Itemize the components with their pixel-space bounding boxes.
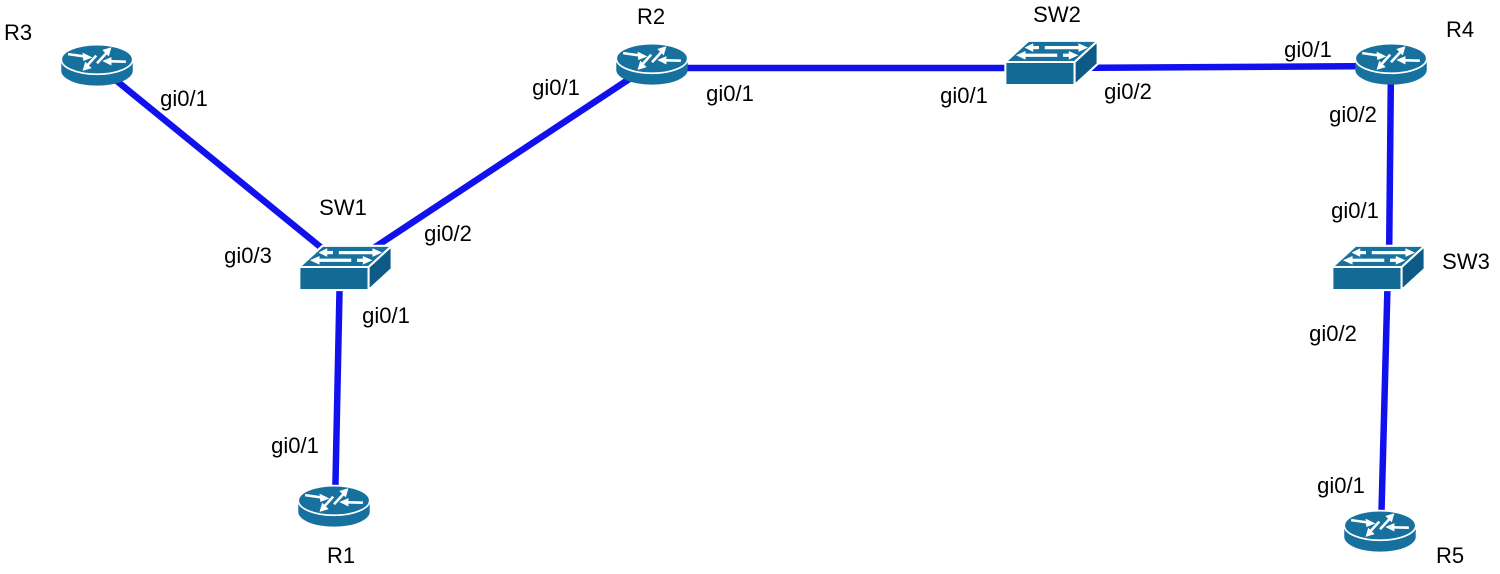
device-label-r4: R4 [1445,16,1475,42]
device-label-sw1: SW1 [319,194,367,220]
link-sw3-r5 [1377,266,1392,531]
router-icon [614,42,690,87]
port-label-r1-gi0-1: gi0/1 [271,432,319,458]
device-r4[interactable] [1353,42,1429,87]
port-label-r5-gi0-1: gi0/1 [1317,472,1365,498]
port-label-sw1-gi0-3: gi0/3 [224,242,272,268]
router-icon [296,484,372,529]
device-label-sw2: SW2 [1033,1,1081,27]
port-label-r4-gi0-1: gi0/1 [1284,36,1332,62]
link-r3-sw1 [93,61,348,270]
port-label-sw3-gi0-1: gi0/1 [1331,197,1379,223]
port-label-sw3-gi0-2: gi0/2 [1309,320,1357,346]
device-sw3[interactable] [1330,244,1427,292]
router-icon [1353,42,1429,87]
device-label-r2: R2 [636,3,666,29]
link-sw2-r4 [1050,62,1392,72]
port-label-sw1-gi0-1: gi0/1 [362,302,410,328]
device-r2[interactable] [614,42,690,87]
router-icon [1342,509,1418,554]
port-label-sw2-gi0-1: gi0/1 [940,82,988,108]
device-r3[interactable] [59,43,135,88]
device-label-sw3: SW3 [1442,248,1490,274]
device-label-r3: R3 [3,19,33,45]
device-r5[interactable] [1342,509,1418,554]
switch-icon [1003,39,1100,87]
port-label-r2-gi0-1-right: gi0/1 [706,80,754,106]
port-label-sw2-gi0-2: gi0/2 [1104,78,1152,104]
port-label-sw1-gi0-2: gi0/2 [424,220,472,246]
port-label-r2-gi0-1-left: gi0/1 [532,74,580,100]
router-icon [59,43,135,88]
switch-icon [1330,244,1427,292]
device-label-r5: R5 [1435,542,1465,568]
device-sw1[interactable] [297,244,394,292]
port-label-r4-gi0-2: gi0/2 [1329,101,1377,127]
link-sw1-r2 [343,61,654,270]
device-sw2[interactable] [1003,39,1100,87]
device-label-r1: R1 [326,542,356,568]
switch-icon [297,244,394,292]
link-r4-sw3 [1385,63,1395,268]
device-r1[interactable] [296,484,372,529]
port-label-r3-gi0-1: gi0/1 [160,85,208,111]
link-sw1-r1 [331,266,344,507]
